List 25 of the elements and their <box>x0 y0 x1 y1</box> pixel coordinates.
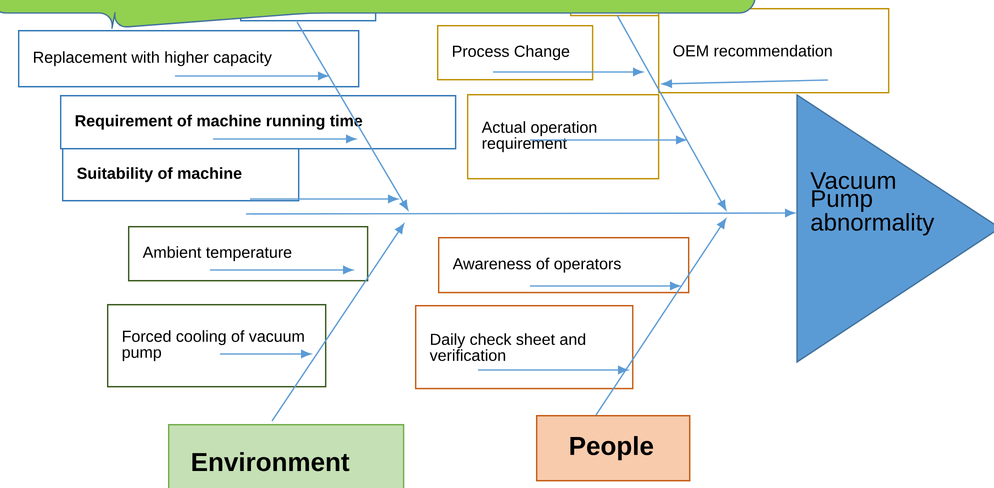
cause-box: Ambient temperature <box>128 226 368 282</box>
arrow <box>246 208 796 218</box>
cause-box: Suitability of machine <box>62 148 300 202</box>
cause-box: Forced cooling of vacuum pump <box>107 304 326 388</box>
arrow <box>175 72 328 80</box>
arrow <box>616 14 726 210</box>
arrow <box>213 134 356 144</box>
cause-box: Actual operation requirement <box>467 94 660 180</box>
arrow <box>296 22 408 210</box>
category-box: Environment <box>168 424 404 488</box>
arrow <box>478 366 628 374</box>
arrow <box>210 266 354 274</box>
arrow <box>530 136 686 144</box>
arrow <box>530 282 680 290</box>
arrow <box>220 350 312 358</box>
cause-box: Awareness of operators <box>438 237 690 294</box>
cause-box: Replacement with higher capacity <box>18 30 360 88</box>
arrow <box>662 79 828 88</box>
cause-box: Process Change <box>437 25 594 80</box>
arrow <box>493 68 644 76</box>
arrow <box>271 224 404 422</box>
arrow <box>595 218 726 416</box>
category-box: People <box>536 414 690 482</box>
cause-box: Daily check sheet and verification <box>415 305 634 390</box>
arrow <box>250 194 398 204</box>
